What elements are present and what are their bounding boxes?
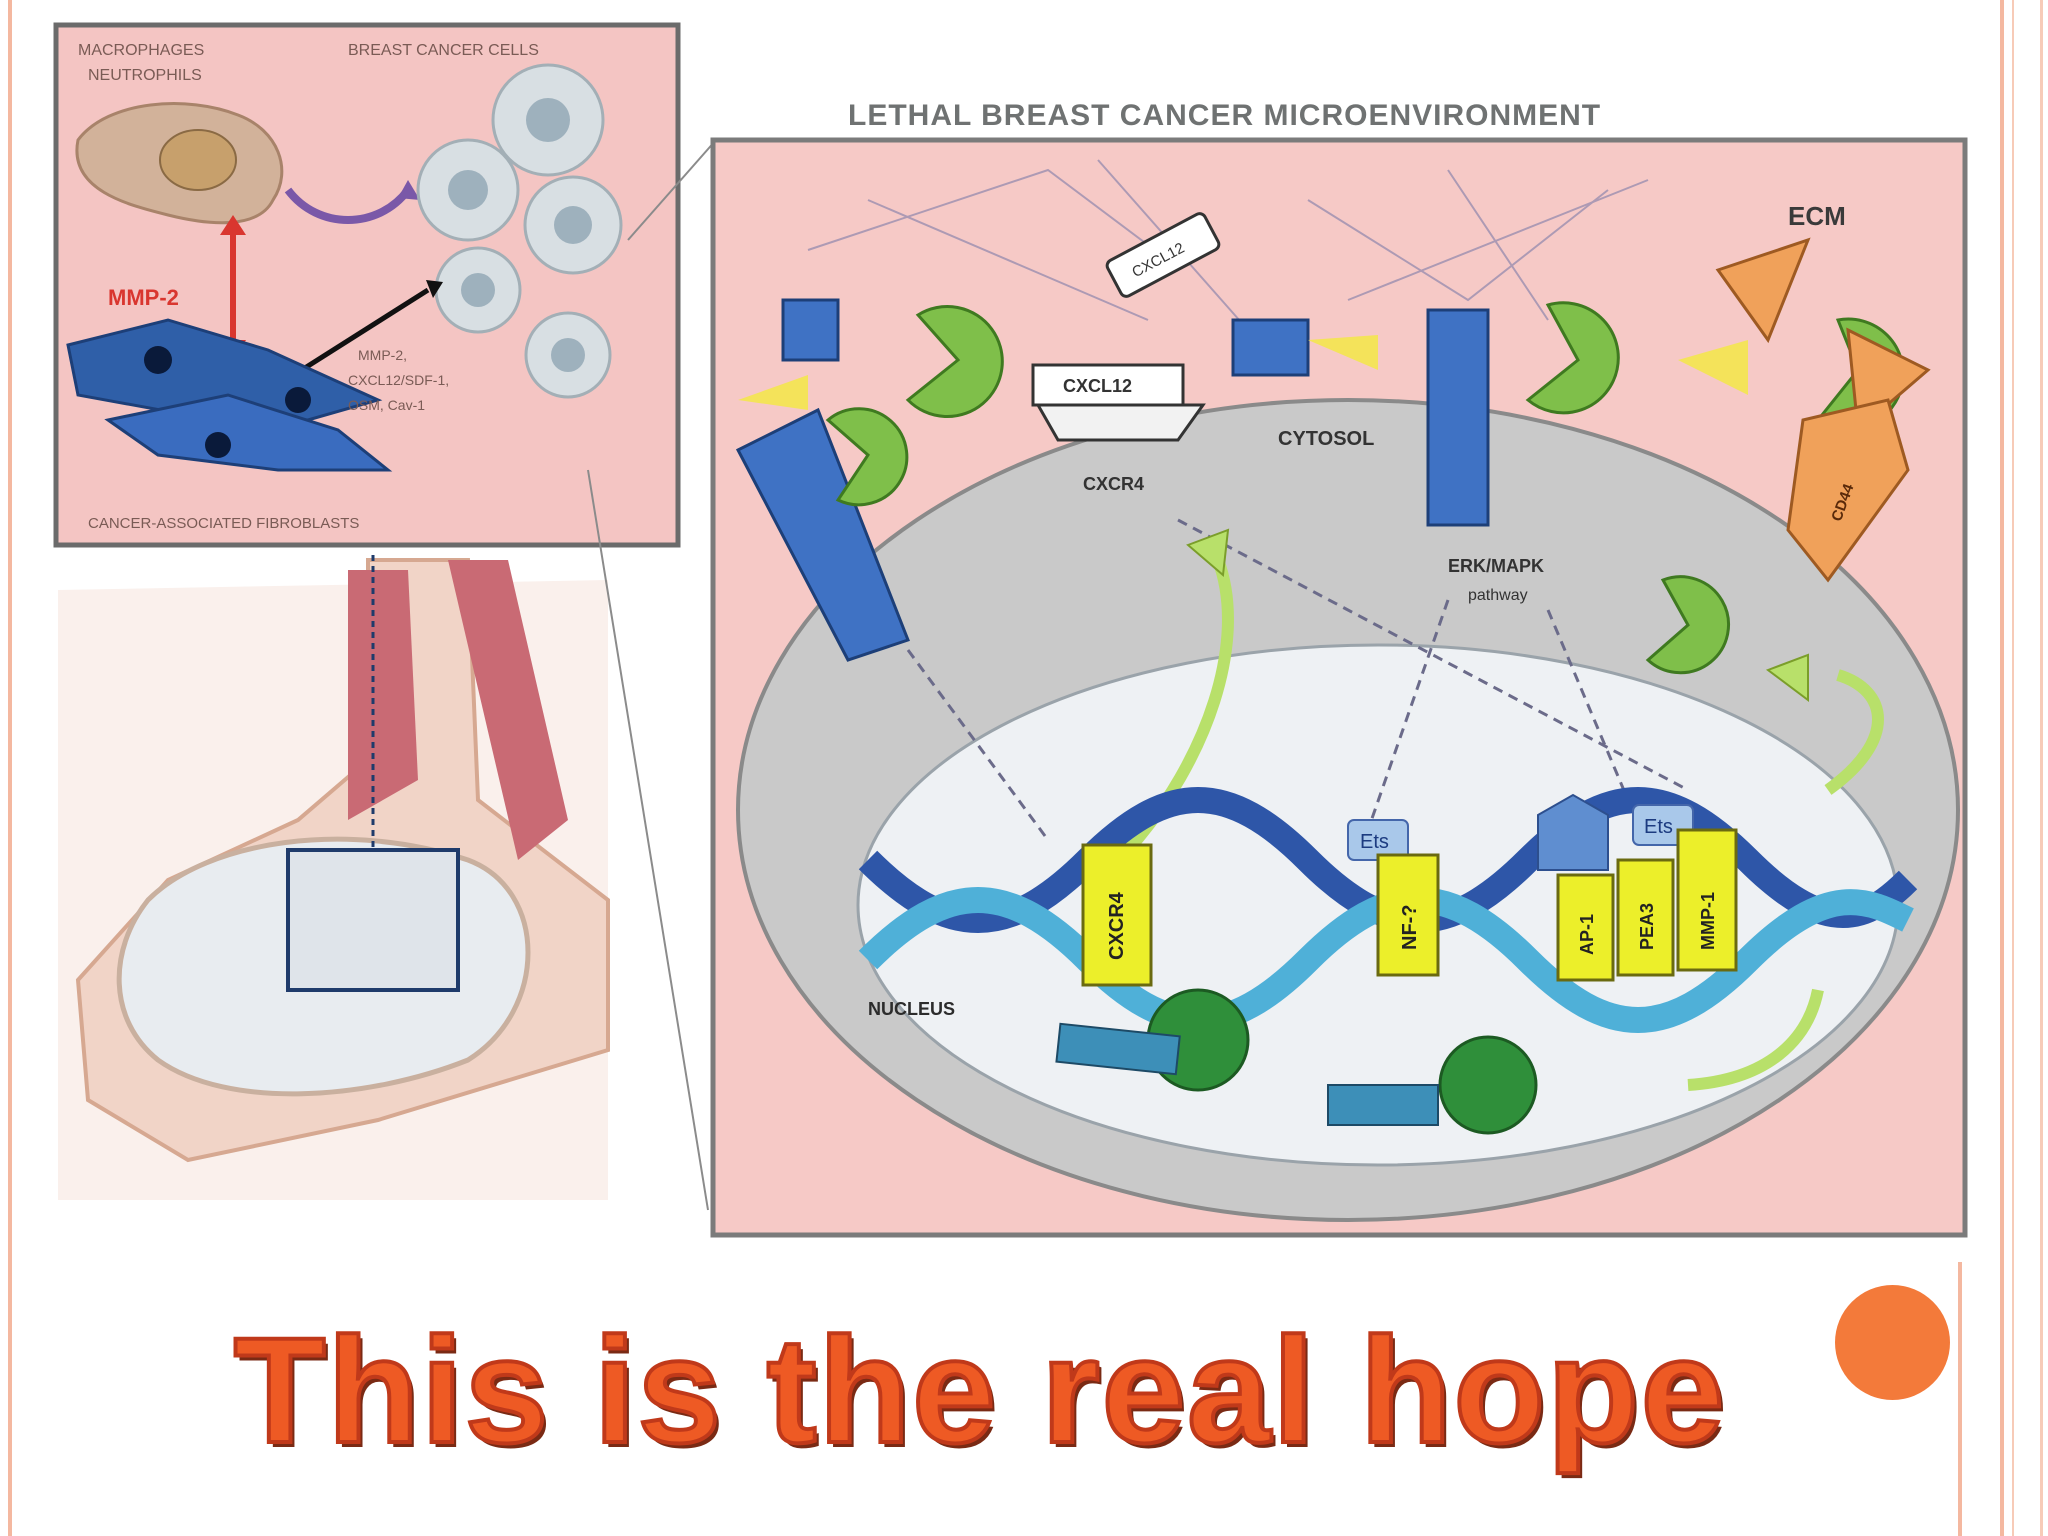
separator-line (1958, 1262, 1962, 1536)
svg-text:MMP-2,: MMP-2, (358, 347, 407, 363)
ecm-fibers (807, 159, 1649, 331)
headline-text: This is the real hope (232, 1304, 1727, 1476)
gene-box: MMP-1 (1676, 828, 1738, 972)
svg-text:PEA3: PEA3 (1637, 903, 1657, 950)
cancer-microenvironment-diagram: MACROPHAGES NEUTROPHILS BREAST CANCER CE… (53, 22, 1968, 1238)
label-macrophages: MACROPHAGES (78, 42, 204, 59)
gene-box: NF-? (1376, 853, 1440, 977)
ligand-green (1645, 575, 1730, 675)
orange-receptor (1786, 398, 1910, 583)
right-border-stripe (2000, 0, 2004, 1536)
svg-text:OSM, Cav-1: OSM, Cav-1 (348, 397, 425, 413)
gene-box: PEA3 (1616, 858, 1675, 977)
label-cytosol: CYTOSOL (1278, 428, 1374, 450)
label-nucleus: NUCLEUS (868, 999, 955, 1019)
nuclear-target (1327, 1084, 1439, 1126)
receptor-box (781, 298, 840, 362)
orange-ligand (1715, 237, 1811, 344)
label-erk: ERK/MAPK (1448, 556, 1544, 576)
microenvironment-title: LETHAL BREAST CANCER MICROENVIRONMENT (848, 99, 1601, 132)
right-border-stripe-far (2040, 0, 2043, 1536)
label-neutrophils: NEUTROPHILS (88, 67, 202, 84)
svg-text:CXCL12/SDF-1,: CXCL12/SDF-1, (348, 372, 449, 388)
left-border-stripe (8, 0, 12, 1536)
svg-text:NF-?: NF-? (1399, 904, 1421, 950)
right-border-stripe-thin (2012, 0, 2014, 1536)
ligand-green (905, 305, 1004, 419)
label-cxcr4: CXCR4 (1083, 474, 1144, 494)
bone-illustration (58, 555, 610, 1200)
receptor-angled (735, 407, 910, 662)
ligand-green (1525, 301, 1620, 415)
svg-text:MMP-1: MMP-1 (1698, 892, 1718, 950)
label-ets-1: Ets (1360, 831, 1389, 853)
nuclear-target (1055, 1022, 1181, 1076)
breast-cancer-cells (416, 63, 623, 399)
nuclear-signal (1438, 1035, 1538, 1135)
receptor-box (1426, 308, 1490, 527)
label-caf: CANCER-ASSOCIATED FIBROBLASTS (88, 515, 359, 532)
gene-box: AP-1 (1556, 873, 1615, 982)
label-pathway: pathway (1468, 587, 1528, 604)
label-mmp: MMP-2 (108, 285, 179, 310)
svg-text:CXCR4: CXCR4 (1106, 891, 1128, 960)
microenvironment-panel: LETHAL BREAST CANCER MICROENVIRONMENT EC… (710, 99, 1968, 1238)
label-cxcl12: CXCL12 (1063, 376, 1132, 396)
label-ets-2: Ets (1644, 816, 1673, 838)
label-breast-cancer-cells: BREAST CANCER CELLS (348, 42, 539, 59)
receptor-box (1231, 318, 1310, 377)
accent-dot (1835, 1285, 1950, 1400)
svg-text:AP-1: AP-1 (1577, 914, 1597, 955)
curved-arrow (284, 187, 412, 224)
gene-box: CXCR4 (1081, 843, 1153, 987)
cancer-associated-fibroblasts (66, 318, 393, 472)
cell-interaction-panel: MACROPHAGES NEUTROPHILS BREAST CANCER CE… (53, 22, 681, 548)
label-ecm: ECM (1788, 201, 1846, 231)
ligand-green (825, 407, 909, 507)
